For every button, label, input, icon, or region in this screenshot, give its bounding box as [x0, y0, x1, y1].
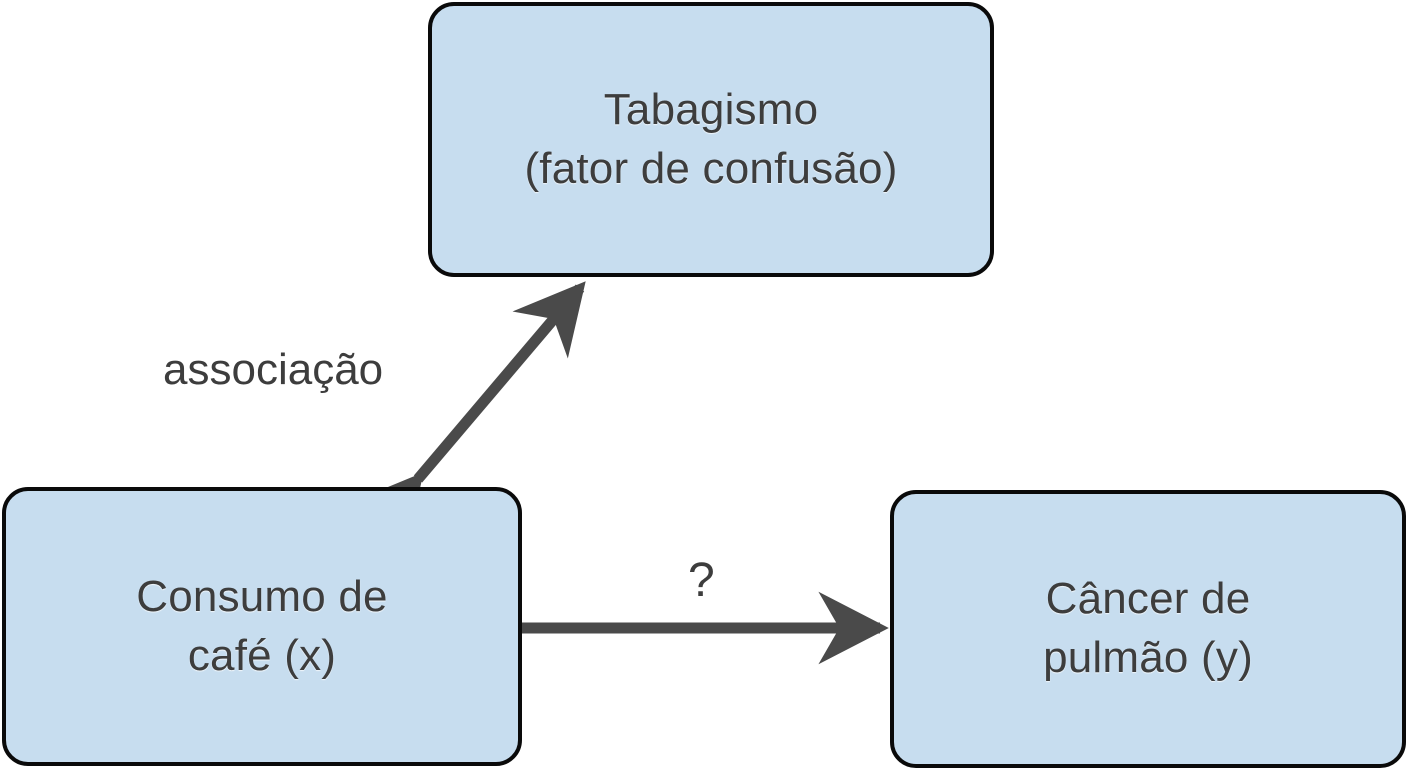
node-tabagismo-label: Tabagismo (fator de confusão) — [524, 84, 898, 193]
node-tabagismo[interactable]: Tabagismo (fator de confusão) — [428, 2, 994, 277]
node-consumo-de-cafe[interactable]: Consumo de café (x) — [2, 487, 522, 766]
edge-label-question-mark: ? — [688, 554, 715, 607]
edge-coffee-smoking-arrow — [350, 281, 586, 550]
edge-label-associacao: associação — [163, 345, 384, 394]
node-cancer-de-pulmao[interactable]: Câncer de pulmão (y) — [890, 490, 1406, 768]
node-consumo-de-cafe-label: Consumo de café (x) — [136, 571, 388, 680]
node-cancer-de-pulmao-label: Câncer de pulmão (y) — [1043, 574, 1253, 682]
